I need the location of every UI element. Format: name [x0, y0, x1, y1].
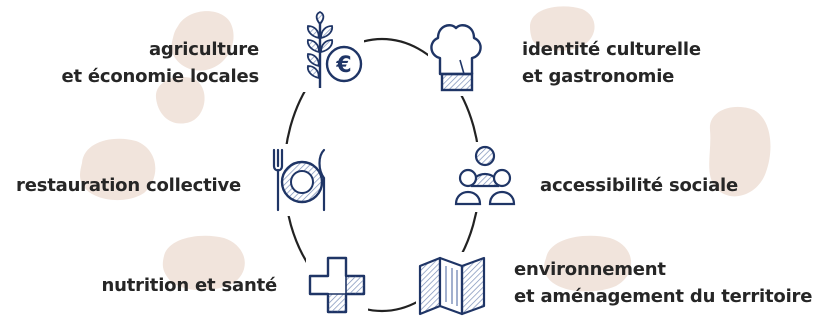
node-culture-label-line-1: identité culturelle: [522, 39, 701, 60]
background-blob-top-left: [171, 11, 234, 71]
node-resto-label-line-1: restauration collective: [16, 175, 241, 196]
chef-hat-icon: [430, 24, 482, 92]
node-env-label-line-1: environnement: [514, 259, 666, 280]
medical-cross-icon: [308, 256, 366, 314]
node-culture-icon-wrap: [428, 14, 484, 96]
node-env-icon-wrap: [416, 252, 490, 318]
node-agri-icon-wrap: €: [298, 10, 364, 92]
plate-cutlery-icon: [272, 148, 326, 212]
node-resto-icon-wrap: [268, 144, 330, 216]
background-blob-mid-right: [709, 106, 771, 197]
background-blob-bottom-left: [162, 235, 245, 291]
node-env-label-line-2: et aménagement du territoire: [514, 286, 813, 307]
people-group-icon: [454, 145, 516, 206]
background-blob-top-right: [530, 6, 595, 51]
node-social-label: accessibilité sociale: [540, 172, 738, 199]
node-social-icon-wrap: [452, 142, 518, 212]
background-blob-top-left-2: [155, 76, 205, 124]
background-blob-bottom-right: [544, 235, 632, 292]
node-sante-label: nutrition et santé: [101, 272, 278, 299]
node-env-label: environnement et aménagement du territoi…: [514, 256, 812, 310]
background-blob-mid-left: [80, 138, 156, 201]
node-culture-label-line-2: et gastronomie: [522, 66, 675, 87]
node-sante-label-line-1: nutrition et santé: [101, 275, 278, 296]
node-agri-label: agriculture et économie locales: [61, 36, 259, 90]
wheat-euro-icon: €: [306, 10, 363, 88]
node-social-label-line-1: accessibilité sociale: [540, 175, 739, 196]
node-sante-icon-wrap: [306, 252, 368, 318]
folded-map-icon: [418, 256, 486, 316]
node-agri-label-line-1: agriculture: [148, 39, 259, 60]
svg-text:€: €: [335, 53, 351, 78]
node-agri-label-line-2: et économie locales: [61, 66, 259, 87]
node-culture-label: identité culturelle et gastronomie: [522, 36, 701, 90]
node-resto-label: restauration collective: [16, 172, 241, 199]
